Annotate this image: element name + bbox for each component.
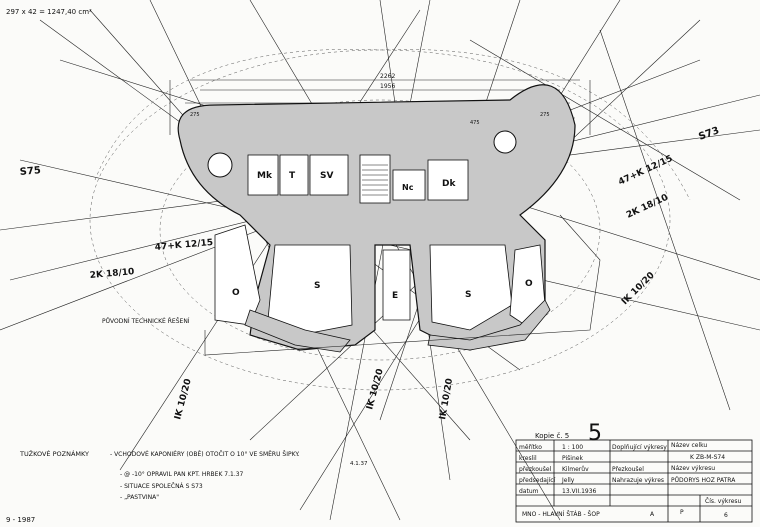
tb-row1-right-label: Název celku — [671, 442, 707, 449]
room-label-t: T — [289, 171, 296, 181]
label-ik-right: IK 10/20 — [620, 270, 657, 307]
tb-row3-mid-label: Přezkoušel — [612, 466, 644, 473]
dimension-1956: 1956 — [380, 83, 395, 90]
notes-line-3: - SITUACE SPOLEČNÁ S S73 — [120, 483, 203, 490]
building-walls — [177, 84, 576, 353]
copy-stamp-number: 5 — [588, 421, 602, 446]
notes-heading: TUŽKOVÉ POZNÁMKY — [19, 449, 89, 458]
label-2k-left: 2K 18/10 — [89, 267, 134, 281]
tb-office: MNO - HLAVNÍ ŠTÁB - ŠOP — [522, 511, 600, 518]
dimension-475: 475 — [470, 120, 480, 126]
label-s75-left: S75 — [19, 165, 41, 178]
copy-stamp-label: Kopie č. 5 — [535, 432, 569, 440]
dimension-2262: 2262 — [380, 73, 395, 80]
room-label-e: E — [392, 291, 398, 301]
room-label-nc: Nc — [402, 183, 414, 192]
dimension-275-b: 275 — [540, 112, 550, 118]
date-note: 9 - 1987 — [6, 516, 35, 524]
notes-line-1-date: 4.1.37 — [350, 461, 368, 467]
tb-row1-left-value: 1 : 100 — [562, 444, 583, 451]
tb-sheet-label: Čís. výkresu — [705, 498, 742, 505]
tb-row3-left-value: Kilmerův — [562, 466, 589, 473]
room-label-o-right: O — [525, 279, 533, 289]
dimension-275-a: 275 — [190, 112, 200, 118]
tb-row4-left-label: předsedající — [519, 477, 556, 484]
notes-line-2: - @ -10° OPRAVIL PAN KPT. HRBEK 7.1.37 — [120, 471, 244, 478]
tb-letter-p: P — [680, 509, 684, 516]
tb-row3-right-value: PŮDORYS HOZ PATRA — [671, 477, 736, 484]
room-label-s-right: S — [465, 290, 471, 300]
tb-row4-mid-label: Nahrazuje výkres — [612, 477, 664, 484]
tb-row3-left-label: přezkoušel — [519, 466, 552, 473]
room-label-o-left: O — [232, 288, 240, 298]
room-label-sv: SV — [320, 171, 333, 181]
tb-row2-left-label: kreslil — [519, 455, 537, 462]
label-ik-center: IK 10/20 — [365, 368, 385, 411]
label-2k-right: 2K 18/10 — [625, 193, 670, 221]
title-block — [515, 439, 753, 523]
tb-row1-left-label: měřítko — [519, 444, 542, 451]
note-original-solution: PŮVODNÍ TECHNICKÉ ŘEŠENÍ — [102, 317, 190, 325]
tb-row5-left-value: 13.VII.1936 — [562, 488, 597, 495]
room-label-s-left: S — [314, 281, 320, 291]
tb-row2-left-value: Pišinek — [562, 455, 583, 462]
tb-row1-mid-label: Doplňující výkresy — [612, 444, 667, 451]
notes-line-1: - VCHODOVÉ KAPONIÉRY (OBĚ) OTOČIT O 10° … — [110, 450, 300, 458]
label-47k-right: 47+K 12/15 — [617, 154, 674, 188]
tb-row5-left-label: datum — [519, 488, 539, 495]
notes-line-4: - „PASTVINA" — [120, 494, 159, 501]
construction-arcs — [89, 49, 691, 391]
tb-sheet-number: 6 — [724, 512, 728, 519]
tb-row1-right-value: K ZB-M-S74 — [690, 454, 725, 461]
room-label-mk: Mk — [257, 171, 273, 181]
room-label-dk: Dk — [442, 179, 456, 189]
area-note: 297 x 42 = 1247,40 cm² — [6, 8, 92, 16]
label-47k-left: 47+K 12/15 — [154, 238, 213, 253]
tb-letter-a: A — [650, 511, 655, 518]
label-ik-left: IK 10/20 — [173, 378, 193, 421]
label-ik-center2: IK 10/20 — [438, 378, 455, 421]
tb-row4-left-value: Jelly — [561, 477, 575, 484]
tb-row3-right-label: Název výkresu — [671, 465, 715, 472]
title-block-text: měřítko 1 : 100 Doplňující výkresy Název… — [519, 442, 742, 519]
label-s73-right: S73 — [697, 125, 721, 143]
outer-ditch-line — [204, 214, 601, 356]
